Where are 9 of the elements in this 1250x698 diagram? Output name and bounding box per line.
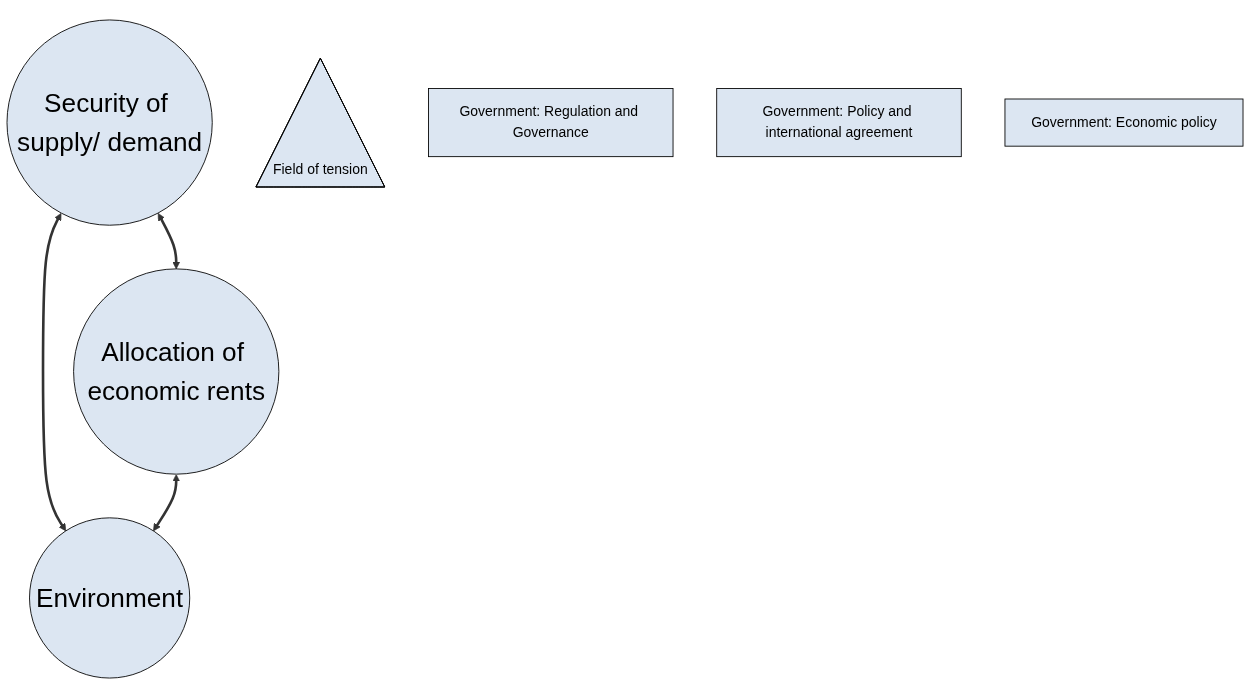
node-box: Government: Regulation and Governance — [428, 88, 674, 158]
node-circle: Security of supply/ demand — [6, 19, 213, 226]
arrow — [153, 474, 181, 532]
arrow — [157, 213, 181, 270]
node-circle: Allocation of economic rents — [73, 268, 280, 475]
node-box: Government: Economic policy — [1004, 98, 1244, 147]
node-circle: Environment — [29, 517, 191, 679]
node-box: Government: Policy and international agreement — [716, 88, 962, 158]
arrow — [41, 213, 67, 532]
